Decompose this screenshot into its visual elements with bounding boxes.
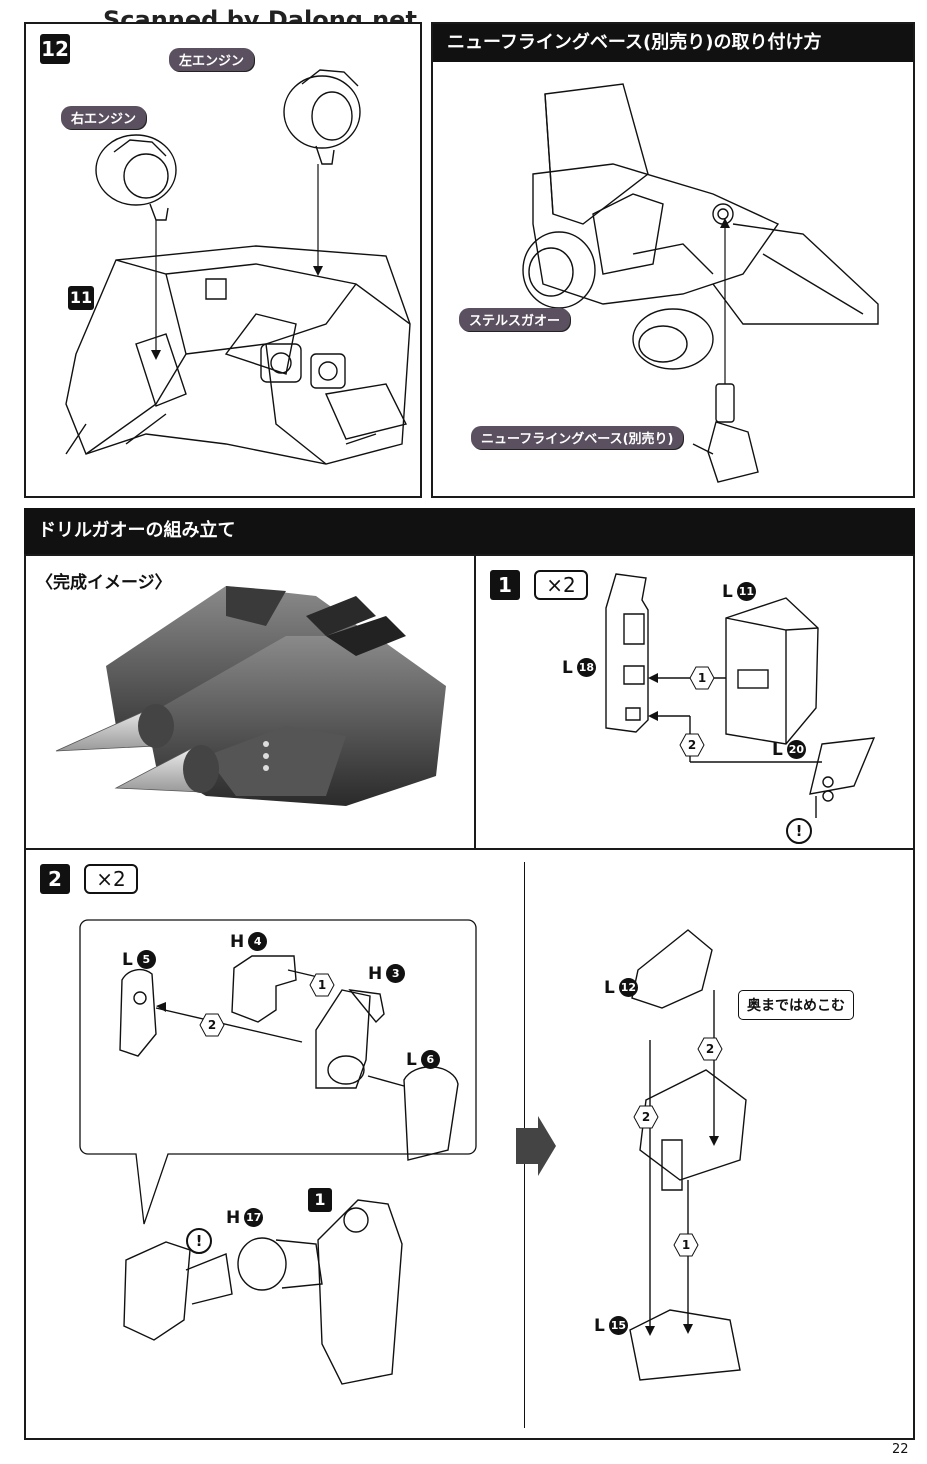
step1-illustration — [605, 573, 876, 818]
flying-base-header: ニューフライングベース(別売り)の取り付け方 — [433, 24, 913, 62]
step1-multiplier: ×2 — [534, 570, 588, 600]
left-engine-label: 左エンジン — [169, 48, 255, 71]
part-number-badge: 4 — [248, 932, 268, 951]
part-number-badge: 17 — [244, 1208, 264, 1227]
flying-base-label: ニューフライングベース(別売り) — [471, 426, 684, 449]
step12-number: 12 — [40, 34, 70, 64]
drill-gao-render — [55, 586, 446, 806]
step2-illustration — [79, 919, 765, 1385]
part-number-badge: 12 — [618, 978, 638, 997]
step12-illustration — [65, 69, 411, 465]
part-number-badge: 11 — [736, 582, 756, 601]
part-number-badge: 5 — [136, 950, 156, 969]
completed-image-panel: 〈完成イメージ〉 — [24, 554, 476, 850]
order-marker-1: 1 — [317, 978, 327, 992]
order-marker-2: 2 — [687, 738, 697, 752]
drill-header: ドリルガオーの組み立て — [24, 508, 915, 554]
right-engine-label: 右エンジン — [61, 106, 147, 129]
caution-icon: ! — [786, 818, 812, 844]
part-number-badge: 15 — [608, 1316, 628, 1335]
step11-marker: 11 — [68, 286, 94, 310]
step2-number: 2 — [40, 864, 70, 894]
order-marker-1: 1 — [681, 1238, 691, 1252]
order-marker-2: 2 — [641, 1110, 651, 1124]
order-marker-2: 2 — [705, 1042, 715, 1056]
part-number-badge: 6 — [420, 1050, 440, 1069]
page-number: 22 — [892, 1442, 909, 1457]
press-in-callout: 奥まではめこむ — [738, 990, 854, 1020]
order-marker-2: 2 — [207, 1018, 217, 1032]
stealth-gao-label: ステルスガオー — [459, 308, 571, 331]
part-number-badge: 20 — [786, 740, 806, 759]
completed-image-label: 〈完成イメージ〉 — [36, 573, 172, 593]
order-marker-1: 1 — [697, 671, 707, 685]
caution-icon: ! — [186, 1228, 212, 1254]
flying-base-illustration — [522, 83, 879, 483]
part-number-badge: 3 — [386, 964, 406, 983]
flying-base-panel: ニューフライングベース(別売り)の取り付け方 — [431, 22, 915, 498]
step12-panel: 12 11 左エンジン 右エンジン — [24, 22, 422, 498]
part-number-badge: 18 — [576, 658, 596, 677]
step1-number: 1 — [490, 570, 520, 600]
step2-multiplier: ×2 — [84, 864, 138, 894]
sub-step-marker: 1 — [308, 1188, 332, 1212]
